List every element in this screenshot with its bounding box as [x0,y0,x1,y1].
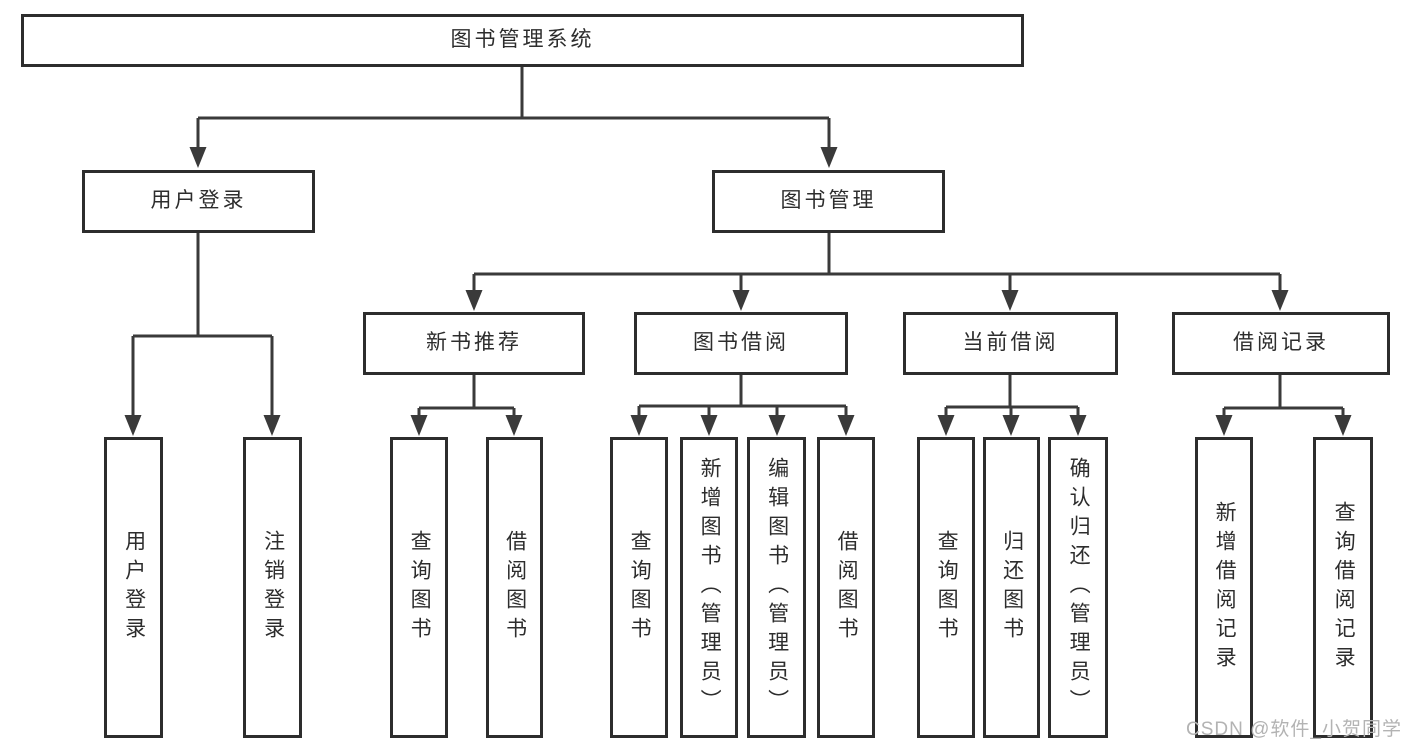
leaf-br-add-record: 新增借阅记录 [1195,437,1253,738]
leaf-cb-confirm-return-admin: 确认归还（管理员） [1048,437,1108,738]
leaf-cb-return-books: 归还图书 [983,437,1040,738]
leaf-bb-query-books: 查询图书 [610,437,668,738]
leaf-bb-query-books-label: 查询图书 [628,529,652,646]
leaf-bb-borrow-books-label: 借阅图书 [835,529,859,646]
leaf-nb-borrow-books: 借阅图书 [486,437,543,738]
node-book-management-label: 图书管理 [780,189,877,213]
leaf-bb-edit-books-admin: 编辑图书（管理员） [747,437,806,738]
leaf-logout-label: 注销登录 [261,529,285,646]
leaf-user-login: 用户登录 [104,437,163,738]
node-user-login-label: 用户登录 [150,189,247,213]
leaf-nb-query-books: 查询图书 [390,437,448,738]
leaf-bb-add-books-admin: 新增图书（管理员） [680,437,738,738]
node-library-system: 图书管理系统 [21,14,1024,67]
csdn-watermark: CSDN @软件_小贺同学 [1186,719,1402,740]
leaf-bb-add-books-admin-label: 新增图书（管理员） [698,457,722,718]
node-new-book-recommend: 新书推荐 [363,312,585,375]
node-borrowing-records: 借阅记录 [1172,312,1390,375]
leaf-logout: 注销登录 [243,437,302,738]
leaf-cb-query-books-label: 查询图书 [935,529,959,646]
node-current-borrowing-label: 当前借阅 [962,331,1059,355]
leaf-bb-borrow-books: 借阅图书 [817,437,875,738]
node-borrowing-records-label: 借阅记录 [1233,331,1329,355]
leaf-user-login-label: 用户登录 [122,529,146,646]
node-user-login: 用户登录 [82,170,315,233]
node-library-system-label: 图书管理系统 [450,28,595,52]
arrowheads [124,147,1352,436]
node-book-borrowing: 图书借阅 [634,312,848,375]
leaf-br-add-record-label: 新增借阅记录 [1213,500,1237,675]
leaf-cb-query-books: 查询图书 [917,437,975,738]
leaf-cb-return-books-label: 归还图书 [1000,529,1024,646]
node-current-borrowing: 当前借阅 [903,312,1118,375]
leaf-nb-borrow-books-label: 借阅图书 [503,529,527,646]
leaf-br-query-record-label: 查询借阅记录 [1332,500,1356,675]
node-book-borrowing-label: 图书借阅 [693,331,789,355]
node-new-book-recommend-label: 新书推荐 [426,331,522,355]
leaf-nb-query-books-label: 查询图书 [408,529,432,646]
leaf-bb-edit-books-admin-label: 编辑图书（管理员） [765,457,789,718]
node-book-management: 图书管理 [712,170,945,233]
leaf-cb-confirm-return-admin-label: 确认归还（管理员） [1067,457,1091,718]
connector-segments [131,67,1345,418]
leaf-br-query-record: 查询借阅记录 [1313,437,1373,738]
